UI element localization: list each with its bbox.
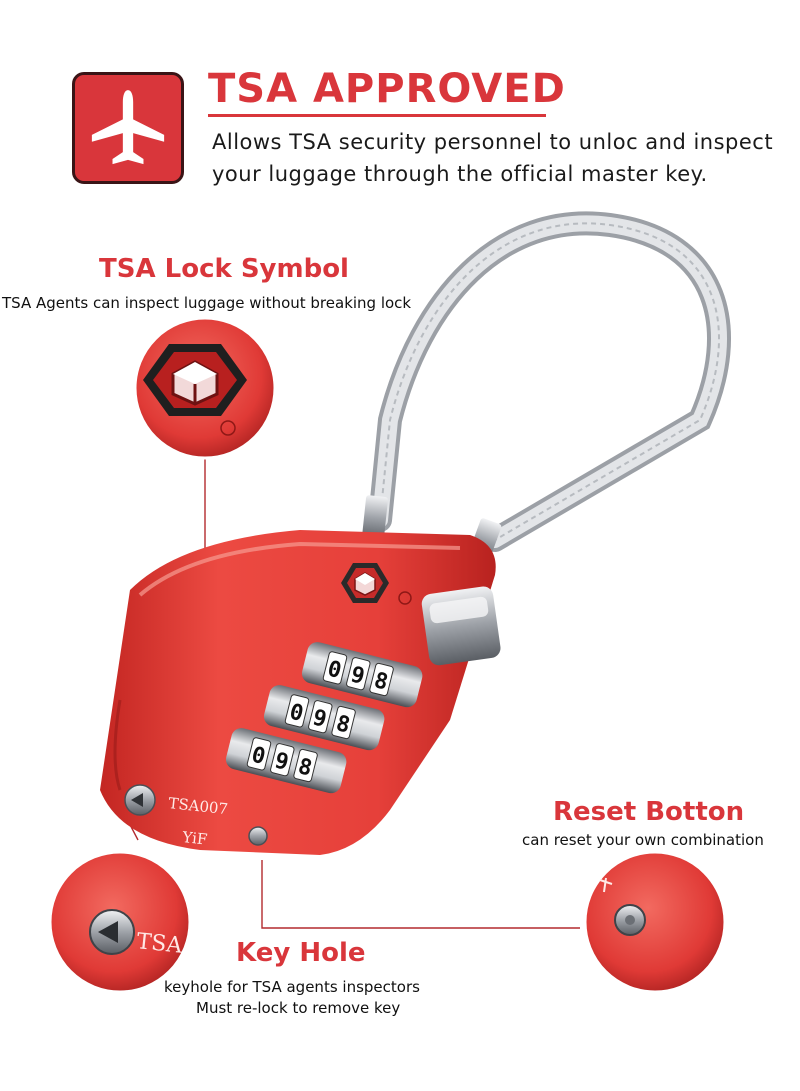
tsa-diamond-zoom-icon (143, 344, 247, 416)
combination-dials: 0 9 8 0 9 8 0 9 8 (225, 642, 423, 794)
zoom-key-hole: TSA (48, 850, 192, 994)
dial-1-digit-2: 9 (348, 662, 367, 689)
lock-body: 0 9 8 0 9 8 0 9 8 (100, 530, 501, 855)
key-hole-description-line-1: keyhole for TSA agents inspectors (164, 978, 420, 996)
dial-3-digit-1: 0 (249, 743, 268, 770)
lock-symbol-title: TSA Lock Symbol (99, 254, 349, 284)
airplane-tile (72, 72, 184, 184)
zoom-tsa-symbol (133, 316, 277, 460)
cable-shackle (362, 211, 731, 562)
dial-1-digit-3: 8 (372, 668, 391, 695)
body-reset-hole (248, 826, 268, 846)
key-hole-title: Key Hole (236, 938, 366, 968)
tsa-diamond-icon (341, 563, 389, 603)
dial-3-digit-2: 9 (272, 748, 291, 775)
reset-button-title: Reset Botton (553, 797, 745, 827)
header-title: TSA APPROVED (208, 66, 566, 112)
lock-symbol-description: TSA Agents can inspect luggage without b… (2, 294, 412, 312)
dial-3-digit-3: 8 (296, 754, 315, 781)
key-hole-description-line-2: Must re-lock to remove key (196, 999, 401, 1017)
dial-1-digit-1: 0 (325, 657, 344, 684)
zoom-tsa-engraving: TSA (135, 929, 184, 959)
dial-2-digit-1: 0 (287, 700, 306, 727)
zoom-reset-button (583, 850, 727, 994)
header-description-line-1: Allows TSA security personnel to unloc a… (212, 130, 774, 154)
airplane-icon (91, 90, 165, 165)
brand-engraving: YiF (181, 828, 209, 849)
reset-button-description: can reset your own combination (522, 831, 764, 849)
dial-2-digit-3: 8 (334, 711, 353, 738)
dial-2-digit-2: 9 (310, 705, 329, 732)
header-underline (208, 114, 546, 117)
header-description-line-2: your luggage through the official master… (212, 162, 708, 186)
header-description: Allows TSA security personnel to unloc a… (212, 126, 800, 190)
body-keyhole (124, 784, 156, 816)
